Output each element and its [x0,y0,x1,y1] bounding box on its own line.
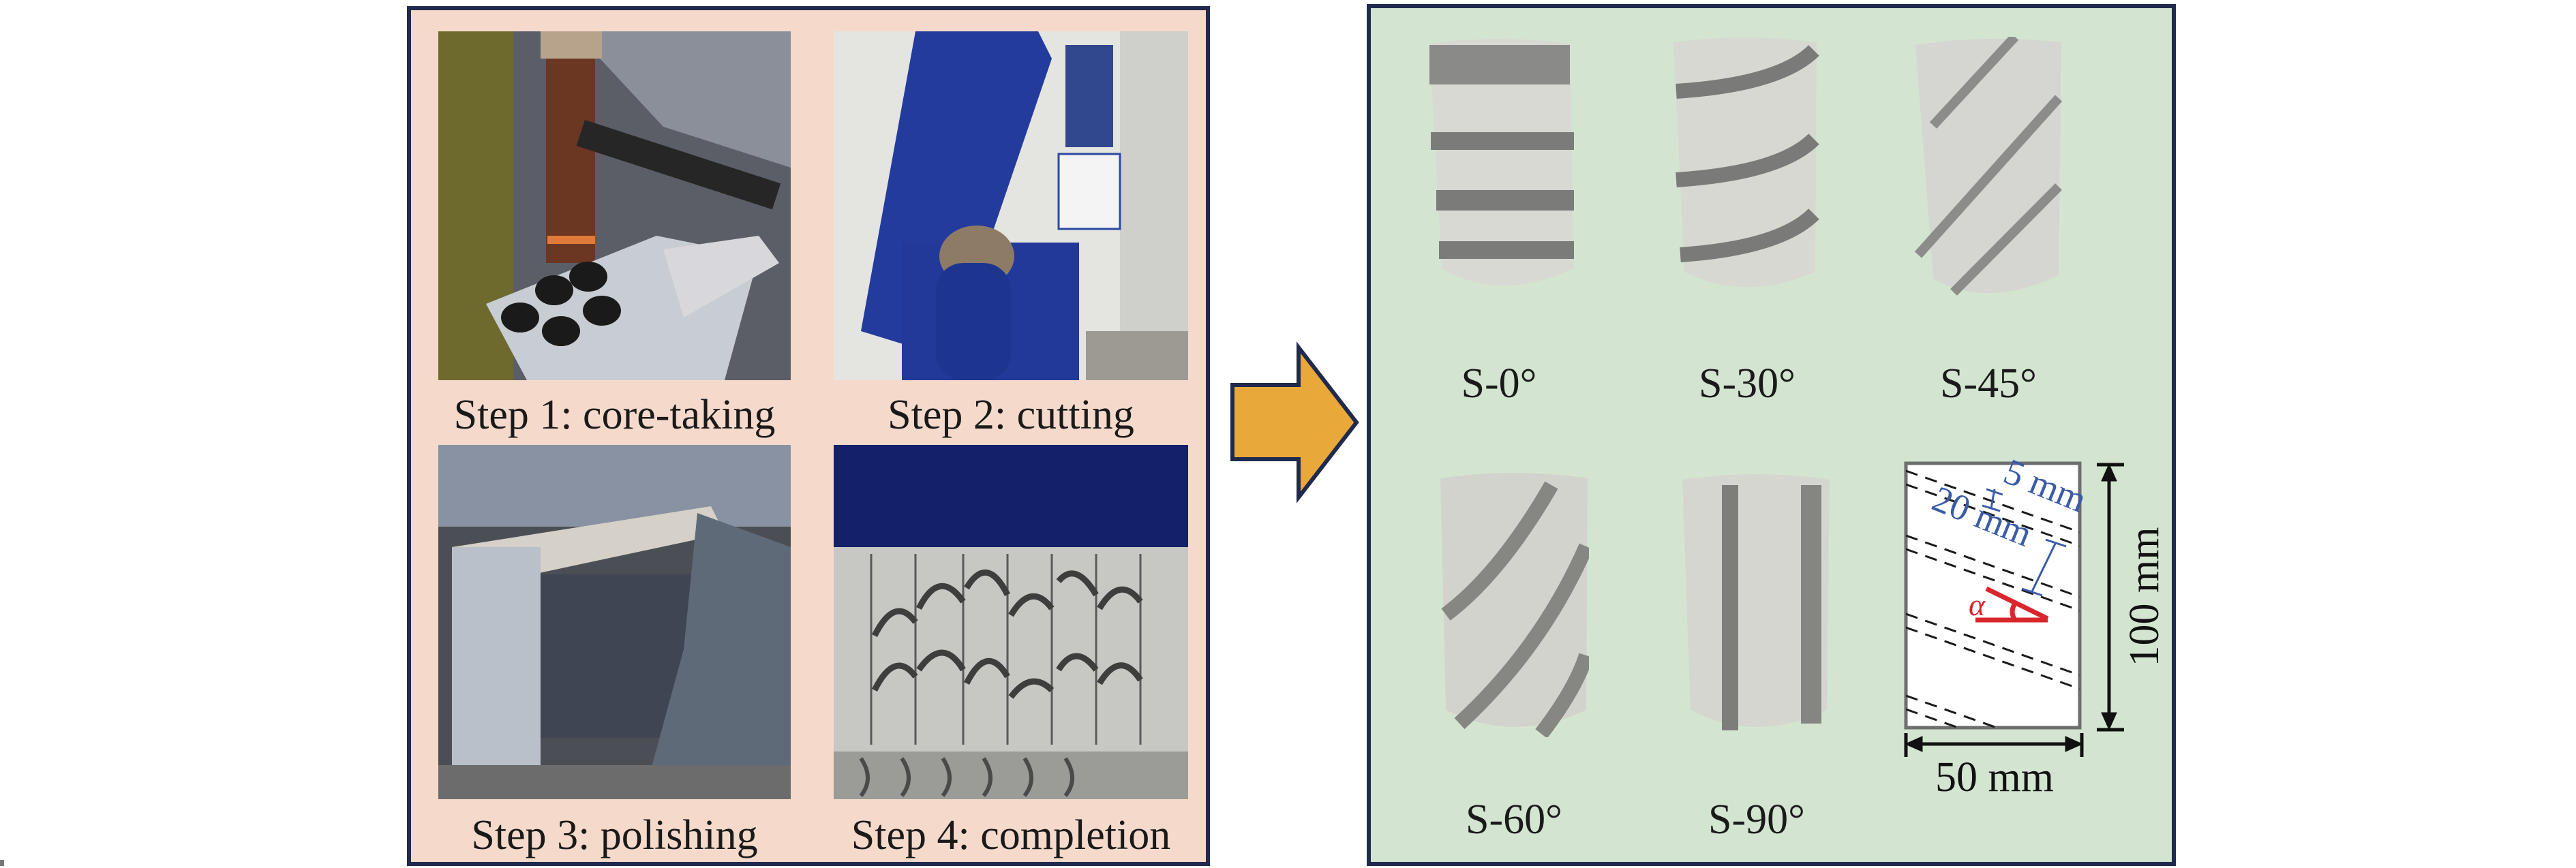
step4-photo [834,445,1188,799]
angle-alpha-label: α [1969,587,1986,622]
step4-caption: Step 4: completion [851,812,1171,858]
specimen-s60-label: S-60° [1466,796,1562,843]
specimen-s45-label: S-45° [1940,360,2037,407]
specimen-s90-image [1682,474,1830,730]
width-label: 50 mm [1935,754,2054,801]
step1-photo [438,31,791,380]
specimen-s0-label: S-0° [1461,360,1537,407]
step3-caption: Step 3: polishing [471,812,758,858]
specimen-schematic: 5 mm 20 mm α 100 mm [1904,450,2168,801]
specimen-s30-label: S-30° [1699,360,1795,407]
preparation-steps-panel: Step 1: core-taking Step 2: cutting Step… [407,6,1210,866]
corner-artifact [0,860,4,866]
specimens-panel: S-0° S-30° S-45° S-60° S-90° [1367,4,2176,866]
specimen-s30-image [1673,37,1819,288]
step2-photo [834,31,1188,380]
schematic-outline [1904,461,2082,730]
specimen-s90-label: S-90° [1708,796,1805,843]
specimen-s45-image [1914,37,2063,296]
step3-photo [438,445,791,799]
step1-caption: Step 1: core-taking [453,392,776,438]
height-label: 100 mm [2121,527,2168,667]
right-arrow-icon [1230,341,1359,503]
step2-caption: Step 2: cutting [888,392,1134,438]
specimen-s60-image [1440,473,1589,737]
specimen-s0-image [1429,39,1574,285]
